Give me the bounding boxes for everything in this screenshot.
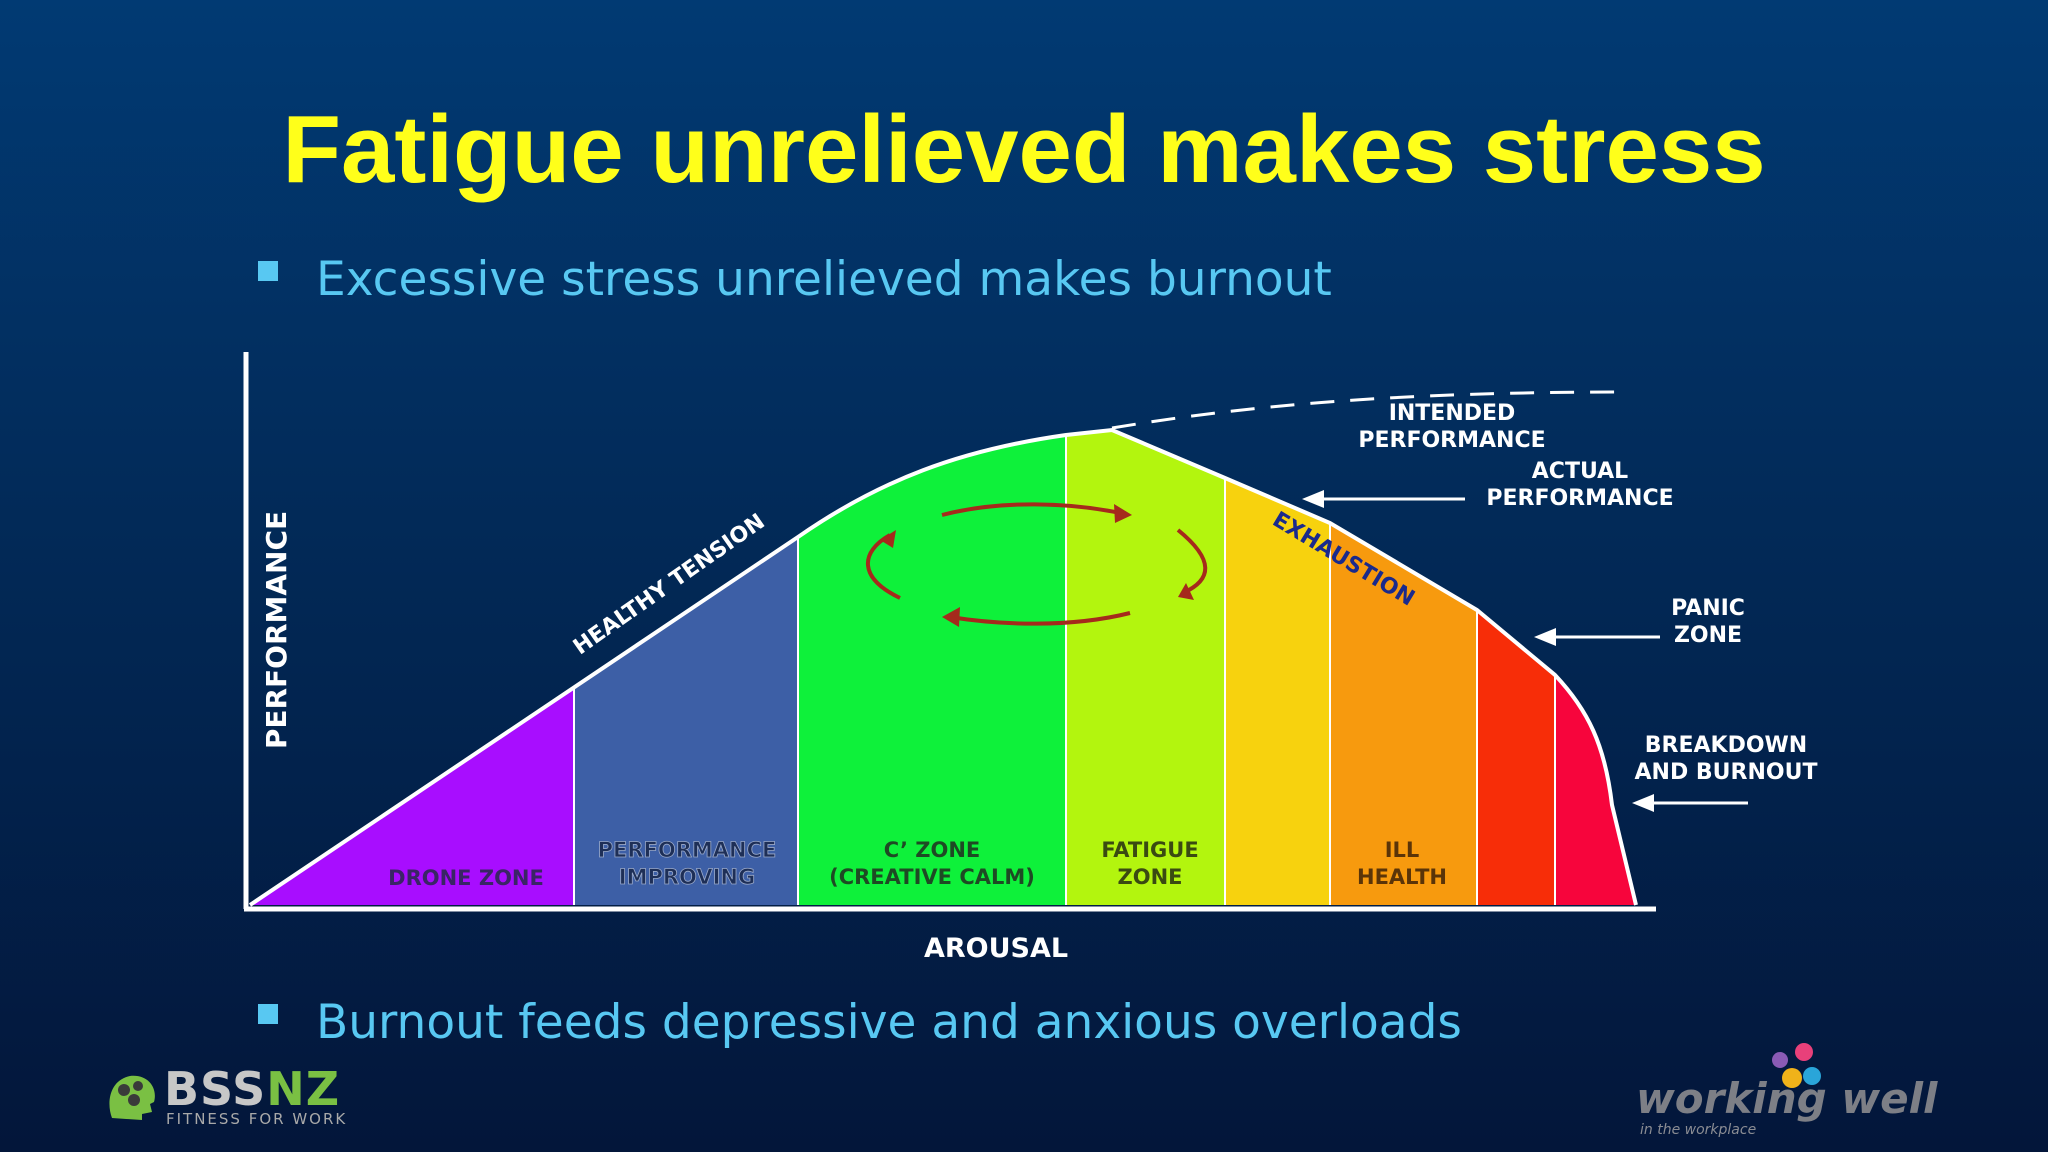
- actual-label-2: PERFORMANCE: [1486, 486, 1673, 511]
- working-well-logo: working well in the workplace: [1632, 1038, 1962, 1138]
- bssnz-tagline: FITNESS FOR WORK: [166, 1110, 348, 1128]
- annotation-arrowheads: [1302, 490, 1654, 812]
- annotation-labels: INTENDED PERFORMANCE ACTUAL PERFORMANCE …: [1358, 401, 1817, 785]
- intended-performance-line: [1111, 390, 1626, 430]
- bullet-square-icon: [258, 1003, 278, 1024]
- zone-label-ill-health-2: HEALTH: [1357, 865, 1447, 889]
- zone-label-performance-improving-2: IMPROVING: [619, 865, 755, 889]
- actual-arrowhead: [1302, 490, 1324, 508]
- bssnz-brand-b: NZ: [266, 1062, 341, 1116]
- actual-label-1: ACTUAL: [1532, 459, 1628, 484]
- zone-fill-performance-improving: [574, 537, 798, 905]
- zone-label-c-zone-2: (CREATIVE CALM): [829, 865, 1035, 889]
- panic-arrowhead: [1534, 628, 1556, 646]
- arrowhead-top: [1114, 504, 1132, 523]
- bullet-1-text: Excessive stress unrelieved makes burnou…: [316, 252, 1332, 307]
- colored-dots-icon: [1772, 1043, 1821, 1088]
- zone-fill-red: [1477, 610, 1555, 905]
- working-well-tagline: in the workplace: [1640, 1122, 1757, 1138]
- bullet-2: Burnout feeds depressive and anxious ove…: [258, 995, 1462, 1050]
- bssnz-brand: BSSNZ: [164, 1062, 340, 1116]
- zone-label-ill-health-1: ILL: [1385, 838, 1420, 862]
- zone-dividers: [573, 435, 1556, 905]
- y-axis-label: PERFORMANCE: [260, 511, 293, 749]
- arrowhead-bottom: [942, 607, 960, 627]
- x-axis-label: AROUSAL: [924, 933, 1068, 964]
- bullet-1: Excessive stress unrelieved makes burnou…: [258, 252, 1332, 307]
- slide-title: Fatigue unrelieved makes stress: [282, 96, 1766, 203]
- cycle-arrowheads: [880, 504, 1194, 627]
- zone-label-performance-improving-1: PERFORMANCE: [598, 838, 777, 862]
- bullet-2-text: Burnout feeds depressive and anxious ove…: [316, 995, 1462, 1050]
- arrowhead-right: [1178, 583, 1194, 600]
- arrowhead-left: [880, 530, 896, 548]
- working-well-brand: working well: [1636, 1074, 1938, 1123]
- annotation-arrows: [1318, 497, 1748, 805]
- panic-label-1: PANIC: [1671, 596, 1745, 621]
- zone-fill-ill-health: [1330, 523, 1477, 905]
- bssnz-logo: BSSNZ FITNESS FOR WORK: [104, 1062, 374, 1128]
- zone-label-fatigue-1: FATIGUE: [1101, 838, 1198, 862]
- breakdown-arrowhead: [1632, 794, 1654, 812]
- bullet-square-icon: [258, 260, 278, 281]
- zone-fill-yellow: [1225, 478, 1330, 905]
- panic-label-2: ZONE: [1674, 623, 1742, 648]
- zone-labels: DRONE ZONE PERFORMANCE IMPROVING C’ ZONE…: [388, 838, 1447, 890]
- intended-label-2: PERFORMANCE: [1358, 428, 1545, 453]
- zone-fills: [250, 430, 1636, 905]
- bssnz-brand-a: BSS: [164, 1062, 267, 1116]
- zone-label-fatigue-2: ZONE: [1118, 865, 1183, 889]
- breakdown-label-2: AND BURNOUT: [1635, 760, 1818, 785]
- zone-label-drone: DRONE ZONE: [388, 866, 544, 890]
- cycle-arrow-top: [941, 502, 1126, 517]
- zone-label-c-zone-1: C’ ZONE: [884, 838, 980, 862]
- zone-fill-fatigue: [1066, 430, 1225, 905]
- intended-label-1: INTENDED: [1389, 401, 1516, 426]
- zone-fill-crimson: [1555, 675, 1636, 905]
- head-gear-icon: [109, 1075, 155, 1120]
- actual-performance-curve: [248, 427, 1638, 907]
- cycle-arrow-right: [1176, 528, 1208, 595]
- breakdown-label-1: BREAKDOWN: [1645, 733, 1807, 758]
- zone-fill-c-zone: [798, 435, 1066, 905]
- cycle-arrow-bottom: [949, 611, 1131, 626]
